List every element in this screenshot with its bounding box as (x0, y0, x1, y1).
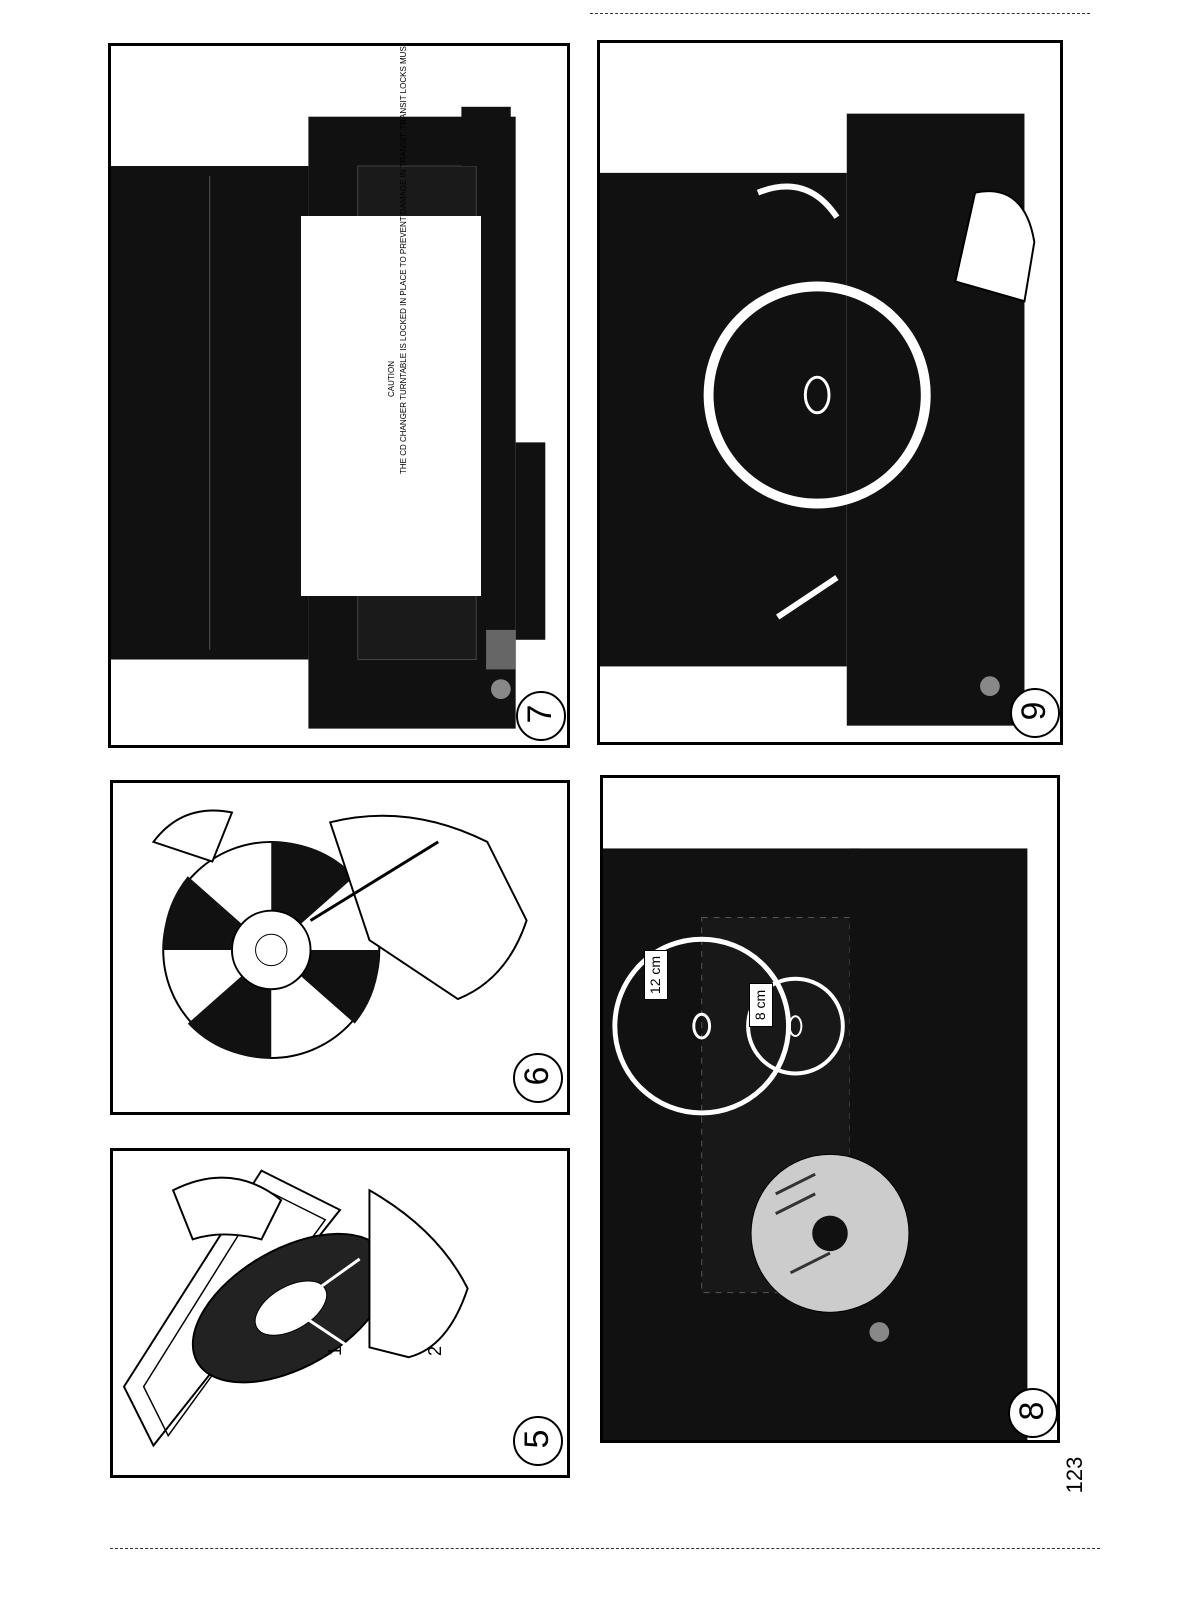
rotate-arrow-icon-2: ↺ (311, 440, 341, 462)
rotate-arrow-icon (756, 183, 840, 219)
panel-step-9: 9 (597, 40, 1063, 745)
size-label-8cm: 8 cm (749, 983, 773, 1027)
caution-title: CAUTION (387, 361, 396, 397)
step-8-number: 8 (1013, 1401, 1051, 1421)
step-5-label-1: 1 (325, 1346, 345, 1357)
step-5-label-2: 2 (425, 1346, 445, 1357)
step-9-number: 9 (1015, 701, 1053, 721)
panel-step-6: 6 (110, 780, 570, 1115)
disc-removal-illustration (122, 1169, 469, 1448)
size-label-12cm: 12 cm (644, 950, 668, 1000)
step-6-badge (513, 1053, 563, 1103)
hand-icon (954, 190, 1036, 303)
cd-changer-disc-sizes (603, 848, 1028, 1440)
bottom-scan-edge (110, 1548, 1100, 1549)
caution-label: CAUTION THE CD CHANGER TURNTABLE IS LOCK… (384, 46, 470, 480)
caution-text: THE CD CHANGER TURNTABLE IS LOCKED IN PL… (399, 46, 409, 474)
cd-changer-turntable (600, 113, 1036, 726)
turn-to-remove-text: TURN TO REMOVE (326, 388, 344, 424)
step-7-number: 7 (521, 704, 559, 724)
hand-icon (368, 1188, 469, 1359)
disc-handling-illustration (151, 809, 528, 1059)
step-7-badge (516, 691, 566, 741)
step-5-number: 5 (518, 1429, 556, 1449)
panel-step-8: 12 cm 8 cm 8 (600, 775, 1060, 1443)
step-9-badge (1010, 688, 1060, 738)
page-number: 123 (1062, 1456, 1087, 1494)
panel-step-5: 1 2 5 (110, 1148, 570, 1478)
step-8-badge (1008, 1388, 1057, 1438)
step-6-number: 6 (518, 1066, 556, 1086)
panel-step-7: CAUTION THE CD CHANGER TURNTABLE IS LOCK… (108, 43, 570, 748)
top-scan-edge (590, 13, 1090, 14)
rotate-arrow-icon: ↻ (311, 340, 341, 362)
step-5-badge (513, 1416, 563, 1466)
